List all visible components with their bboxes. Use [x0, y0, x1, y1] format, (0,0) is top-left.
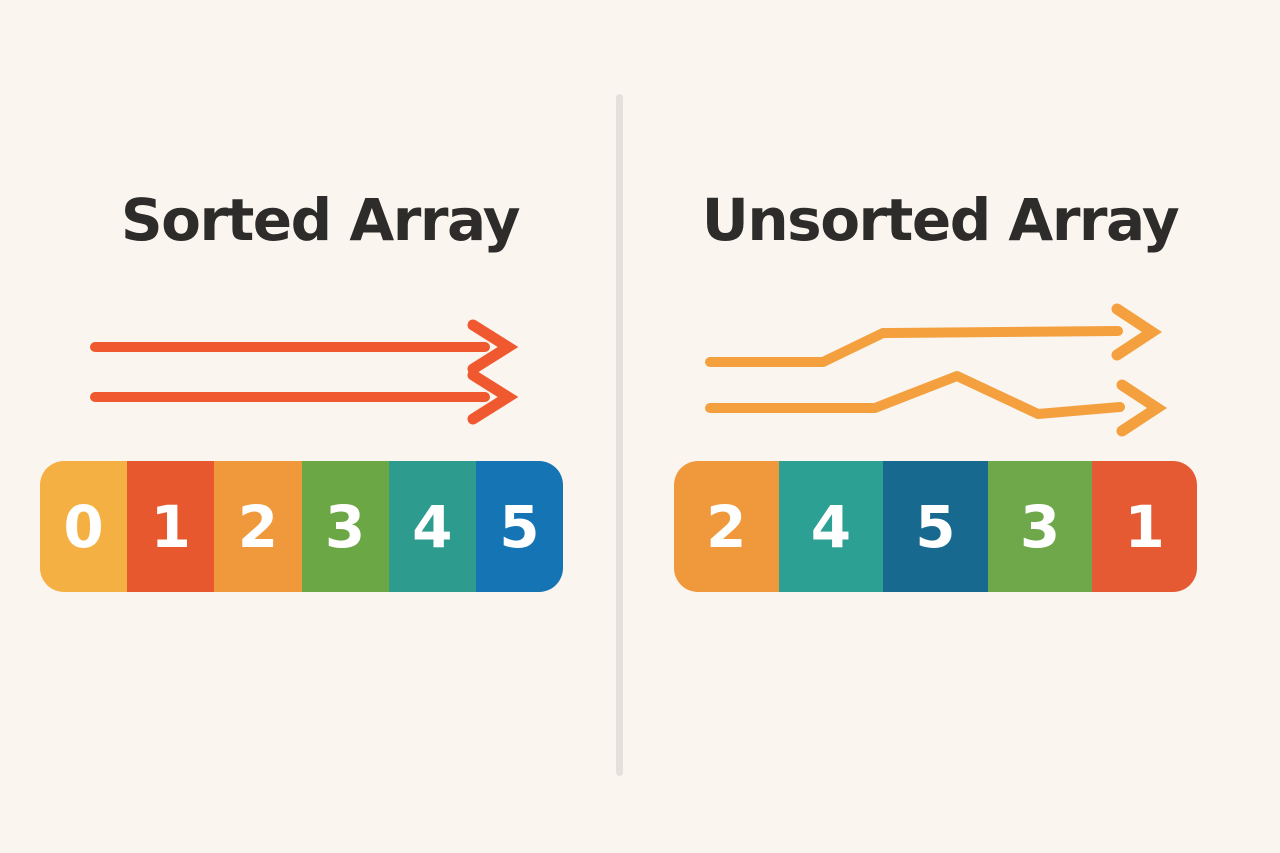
sorted-array-title: Sorted Array — [120, 186, 521, 254]
cell-value: 0 — [63, 492, 104, 561]
array-cell: 2 — [674, 461, 779, 592]
array-cell: 2 — [214, 461, 302, 592]
array-cell: 4 — [778, 461, 884, 592]
cell-value: 5 — [915, 492, 956, 561]
straight-arrow-bottom-icon — [90, 369, 519, 425]
array-cell: 5 — [475, 461, 563, 592]
cell-value: 2 — [706, 492, 747, 561]
cell-value: 3 — [1019, 492, 1061, 561]
cell-value: 1 — [1124, 492, 1165, 561]
straight-arrows-icon — [90, 319, 519, 425]
bent-arrow-bottom-icon — [705, 371, 1168, 437]
array-cell: 1 — [127, 461, 215, 592]
vertical-divider — [616, 94, 623, 776]
cell-value: 5 — [499, 492, 540, 561]
unsorted-array-title: Unsorted Array — [701, 186, 1180, 254]
array-cell: 3 — [301, 461, 389, 592]
cell-value: 4 — [412, 492, 453, 561]
cell-value: 4 — [810, 492, 852, 561]
straight-arrow-top-icon — [90, 319, 519, 375]
bent-arrow-top-icon — [705, 303, 1163, 367]
cell-value: 3 — [324, 492, 366, 561]
array-cell: 4 — [388, 461, 476, 592]
array-cell: 1 — [1092, 461, 1197, 592]
cell-value: 2 — [237, 492, 279, 561]
array-cell: 5 — [883, 461, 988, 592]
array-cell: 0 — [40, 461, 128, 592]
array-cell: 3 — [987, 461, 1093, 592]
bent-arrows-icon — [705, 303, 1168, 437]
cell-value: 1 — [150, 492, 191, 561]
